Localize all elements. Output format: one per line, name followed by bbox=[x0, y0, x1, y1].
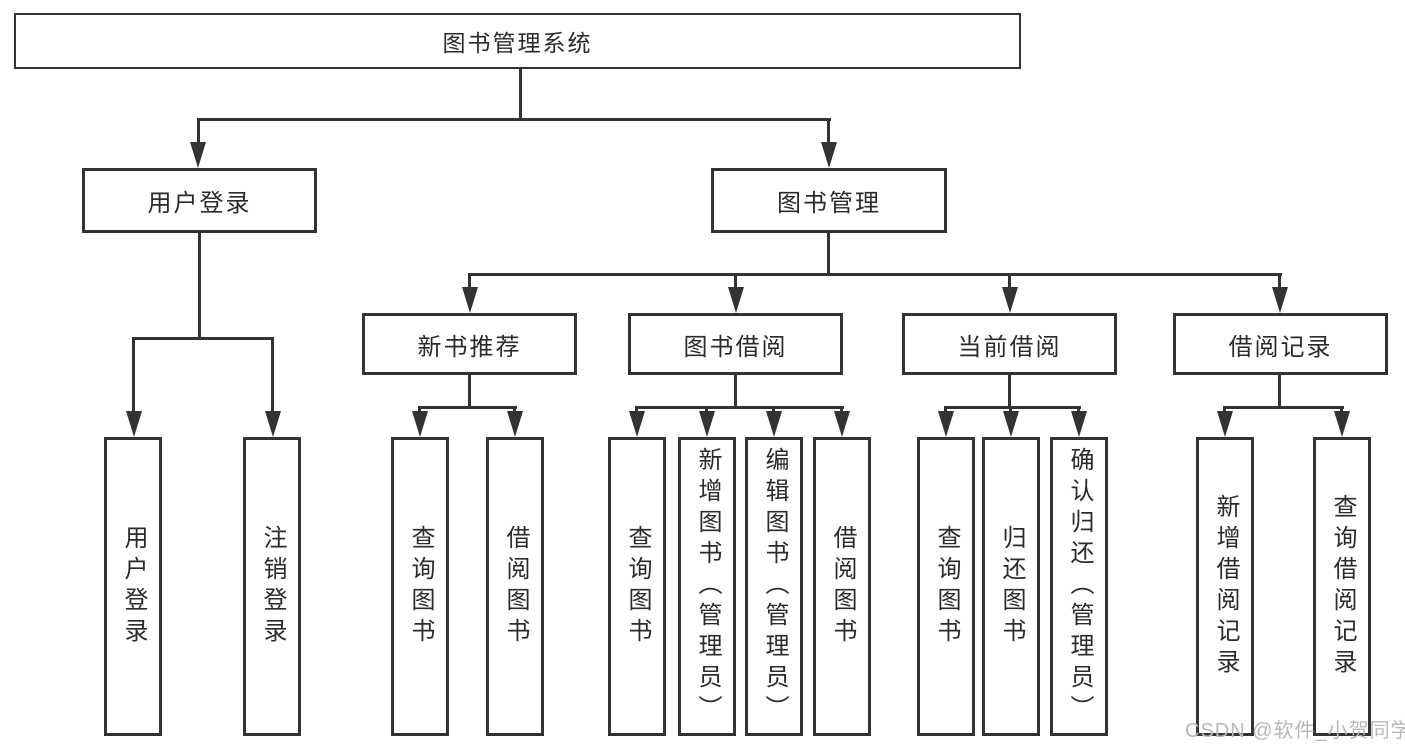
arrow-down-icon bbox=[265, 411, 281, 437]
connector-line bbox=[840, 406, 843, 414]
arrow-down-icon bbox=[938, 411, 954, 437]
node-user-login: 用户登录 bbox=[82, 168, 317, 233]
connector-line bbox=[734, 273, 737, 289]
arrow-down-icon bbox=[190, 142, 206, 168]
leaf-label: 查询借阅记录 bbox=[1329, 493, 1356, 680]
connector-line bbox=[132, 337, 274, 340]
leaf-label: 新增图书（管理员） bbox=[694, 447, 721, 726]
connector-line bbox=[1008, 273, 1011, 289]
arrow-down-icon bbox=[629, 411, 645, 437]
leaf-user-login: 用户登录 bbox=[104, 437, 162, 736]
leaf-edit-book-admin: 编辑图书（管理员） bbox=[745, 437, 803, 736]
connector-line bbox=[1278, 375, 1281, 409]
arrow-down-icon bbox=[1334, 411, 1350, 437]
connector-line bbox=[198, 233, 201, 337]
leaf-label: 注销登录 bbox=[259, 524, 286, 649]
leaf-query-books-recommend: 查询图书 bbox=[391, 437, 449, 736]
leaf-label: 新增借阅记录 bbox=[1212, 493, 1239, 680]
arrow-down-icon bbox=[821, 142, 837, 168]
connector-line bbox=[418, 406, 517, 409]
leaf-label: 查询图书 bbox=[624, 524, 651, 649]
connector-line bbox=[1009, 406, 1012, 414]
leaf-label: 确认归还（管理员） bbox=[1066, 447, 1093, 726]
leaf-label: 归还图书 bbox=[998, 524, 1025, 649]
leaf-add-borrow-record: 新增借阅记录 bbox=[1196, 437, 1254, 736]
node-current-borrowing: 当前借阅 bbox=[902, 313, 1117, 375]
connector-line bbox=[197, 118, 200, 144]
connector-line bbox=[1223, 406, 1226, 414]
node-new-book-recommend: 新书推荐 bbox=[362, 313, 577, 375]
connector-line bbox=[1340, 406, 1343, 414]
connector-line bbox=[519, 69, 522, 119]
connector-line bbox=[468, 375, 471, 409]
node-label: 当前借阅 bbox=[957, 333, 1062, 361]
leaf-label: 查询图书 bbox=[933, 524, 960, 649]
watermark: CSDN @软件_小贺同学 bbox=[1185, 720, 1405, 742]
node-label: 借阅记录 bbox=[1228, 333, 1333, 361]
arrow-down-icon bbox=[728, 287, 744, 313]
arrow-down-icon bbox=[412, 411, 428, 437]
leaf-confirm-return-admin: 确认归还（管理员） bbox=[1050, 437, 1108, 736]
connector-line bbox=[1008, 375, 1011, 409]
node-borrow-records: 借阅记录 bbox=[1173, 313, 1388, 375]
node-book-borrowing: 图书借阅 bbox=[628, 313, 843, 375]
connector-line bbox=[635, 406, 844, 409]
leaf-borrow-books-recommend: 借阅图书 bbox=[486, 437, 544, 736]
arrow-down-icon bbox=[1272, 287, 1288, 313]
node-label: 图书管理系统 bbox=[442, 30, 593, 56]
arrow-down-icon bbox=[699, 411, 715, 437]
node-book-management: 图书管理 bbox=[711, 168, 947, 233]
connector-line bbox=[772, 406, 775, 414]
node-label: 图书管理 bbox=[777, 190, 881, 217]
leaf-logout: 注销登录 bbox=[243, 437, 301, 736]
leaf-label: 查询图书 bbox=[407, 524, 434, 649]
arrow-down-icon bbox=[1071, 411, 1087, 437]
connector-line bbox=[468, 273, 1282, 276]
connector-line bbox=[705, 406, 708, 414]
leaf-borrow-books: 借阅图书 bbox=[813, 437, 871, 736]
leaf-query-books-current: 查询图书 bbox=[917, 437, 975, 736]
leaf-add-book-admin: 新增图书（管理员） bbox=[678, 437, 736, 736]
connector-line bbox=[1223, 406, 1344, 409]
leaf-query-borrow-record: 查询借阅记录 bbox=[1313, 437, 1371, 736]
connector-line bbox=[468, 273, 471, 289]
node-label: 新书推荐 bbox=[417, 333, 522, 361]
connector-line bbox=[635, 406, 638, 414]
arrow-down-icon bbox=[462, 287, 478, 313]
arrow-down-icon bbox=[507, 411, 523, 437]
connector-line bbox=[944, 406, 1081, 409]
connector-line bbox=[1077, 406, 1080, 414]
connector-line bbox=[197, 118, 831, 121]
connector-line bbox=[734, 375, 737, 409]
connector-line bbox=[418, 406, 421, 414]
arrow-down-icon bbox=[766, 411, 782, 437]
connector-line bbox=[513, 406, 516, 414]
node-label: 图书借阅 bbox=[683, 333, 788, 361]
connector-line bbox=[1278, 273, 1281, 289]
arrow-down-icon bbox=[1003, 411, 1019, 437]
arrow-down-icon bbox=[834, 411, 850, 437]
node-library-management-system: 图书管理系统 bbox=[14, 13, 1021, 69]
arrow-down-icon bbox=[1002, 287, 1018, 313]
leaf-query-books-borrowing: 查询图书 bbox=[608, 437, 666, 736]
connector-line bbox=[944, 406, 947, 414]
leaf-label: 借阅图书 bbox=[502, 524, 529, 649]
leaf-label: 借阅图书 bbox=[829, 524, 856, 649]
leaf-label: 用户登录 bbox=[120, 524, 147, 649]
node-label: 用户登录 bbox=[147, 190, 252, 217]
connector-line bbox=[827, 118, 830, 144]
connector-line bbox=[271, 337, 274, 413]
leaf-label: 编辑图书（管理员） bbox=[761, 447, 788, 726]
connector-line bbox=[827, 233, 830, 275]
arrow-down-icon bbox=[1217, 411, 1233, 437]
connector-line bbox=[132, 337, 135, 413]
leaf-return-book: 归还图书 bbox=[982, 437, 1040, 736]
arrow-down-icon bbox=[126, 411, 142, 437]
